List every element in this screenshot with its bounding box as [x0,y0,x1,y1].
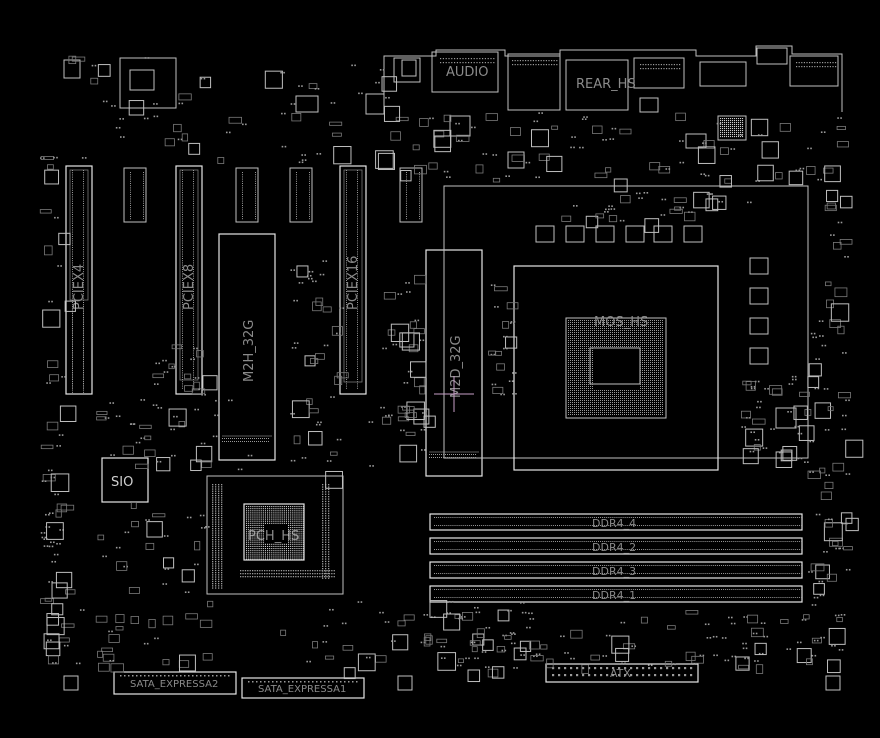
rear-io-area: AUDIO REAR_HS [365,45,843,115]
pciex4-slot [65,165,93,395]
cpu-area: MOS_HS [443,185,809,471]
sata-expressa2-label: SATA_EXPRESSA2 [130,679,218,690]
pciex4-label: PCIEX4 [72,264,87,310]
sio-chip [101,457,149,503]
rear-hs-label: REAR_HS [576,77,636,92]
ddr4-4-slot [429,513,803,531]
pciex16-slot [339,165,367,395]
pciex8-label: PCIEX8 [182,264,197,310]
ddr4-2-slot [429,537,803,555]
pch-chip [243,503,305,561]
m2h-label: M2H_32G [242,320,257,382]
atx-label: ATX [610,667,631,680]
sata-expressa1-label: SATA_EXPRESSA1 [258,684,346,695]
crosshair-cursor [434,376,474,412]
ddr4-3-slot [429,561,803,579]
cpu-socket [513,265,719,471]
sata-expressa2 [113,671,237,695]
m2d-label: M2D_32G [449,335,464,398]
audio-label: AUDIO [446,65,489,80]
component-pads [39,55,864,683]
bottom-connectors: SATA_EXPRESSA2 SATA_EXPRESSA1 ATX [63,663,841,699]
sata-expressa1 [241,677,365,699]
ddr4-2-label: DDR4_2 [592,541,636,554]
mos-heatsink-outline [443,185,809,459]
m2h-slot [218,233,276,461]
ddr4-slots: DDR4_4 DDR4_2 DDR4_3 DDR4_1 [429,513,803,603]
ddr4-3-label: DDR4_3 [592,565,636,578]
sio-label: SIO [111,475,133,490]
pciex8-slot [175,165,203,395]
ddr4-1-slot [429,585,803,603]
top-left-components [63,57,747,169]
m2-slots: M2H_32G M2D_32G [218,233,483,477]
pch-area-outline [206,475,344,595]
pciex16-label: PCIEX16 [346,256,361,310]
pch-hs-label: PCH_HS [248,529,299,544]
ddr4-4-label: DDR4_4 [592,517,636,530]
ddr4-1-label: DDR4_1 [592,589,636,602]
